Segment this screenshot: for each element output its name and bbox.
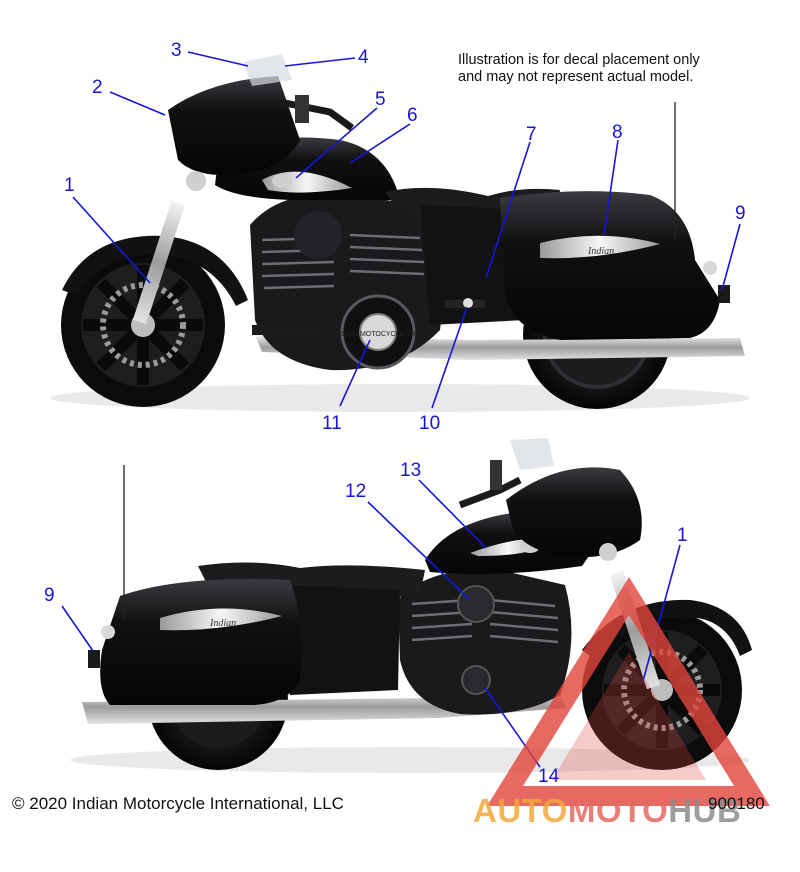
callout-9: 9 xyxy=(735,203,746,224)
callout-9-bottom: 9 xyxy=(44,585,55,606)
watermark-text: AUTOMOTOHUB xyxy=(473,792,741,830)
engine: INDIAN MOTOCYCLE 1901 xyxy=(250,194,444,371)
motorcycle-right-side: Indian xyxy=(70,438,752,773)
motorcycle-left-side: INDIAN MOTOCYCLE 1901 Indian xyxy=(50,54,750,412)
batwing-fairing xyxy=(168,54,300,191)
watermark-part-3: HUB xyxy=(668,792,742,829)
callout-11: 11 xyxy=(322,413,342,434)
batwing-fairing-bottom xyxy=(506,438,642,561)
saddlebag-right: Indian xyxy=(500,191,720,340)
watermark-logo xyxy=(487,576,770,806)
callout-10: 10 xyxy=(419,413,441,434)
note-line-2: and may not represent actual model. xyxy=(458,69,694,85)
callout-13: 13 xyxy=(400,460,422,481)
callout-12: 12 xyxy=(345,481,367,502)
engine-bottom xyxy=(398,569,572,715)
saddlebag-script: Indian xyxy=(587,246,614,257)
callout-1: 1 xyxy=(64,175,75,196)
callout-6: 6 xyxy=(407,105,418,126)
callout-1-bottom: 1 xyxy=(677,525,688,546)
part-number: 900180 xyxy=(708,794,765,813)
reference-lines xyxy=(123,102,676,620)
watermark-part-1: AUTO xyxy=(473,792,568,829)
tank-decal-headdress xyxy=(262,171,352,193)
callout-4: 4 xyxy=(358,47,369,68)
saddlebag-left: Indian xyxy=(100,579,302,705)
watermark-part-2: MOTO xyxy=(567,792,669,829)
saddlebag-script-bottom: Indian xyxy=(209,618,236,629)
callout-7: 7 xyxy=(526,124,537,145)
badge-text: INDIAN MOTOCYCLE 1901 xyxy=(334,331,422,338)
front-wheel xyxy=(61,243,225,407)
callout-8: 8 xyxy=(612,122,623,143)
callout-2: 2 xyxy=(92,77,103,98)
leader-lines xyxy=(61,51,741,768)
copyright-text: © 2020 Indian Motorcycle International, … xyxy=(12,794,344,813)
callout-3: 3 xyxy=(171,40,182,61)
callout-5: 5 xyxy=(375,89,386,110)
note-line-1: Illustration is for decal placement only xyxy=(458,52,700,68)
illustration-note: Illustration is for decal placement only… xyxy=(458,52,758,86)
callout-14: 14 xyxy=(538,766,560,787)
